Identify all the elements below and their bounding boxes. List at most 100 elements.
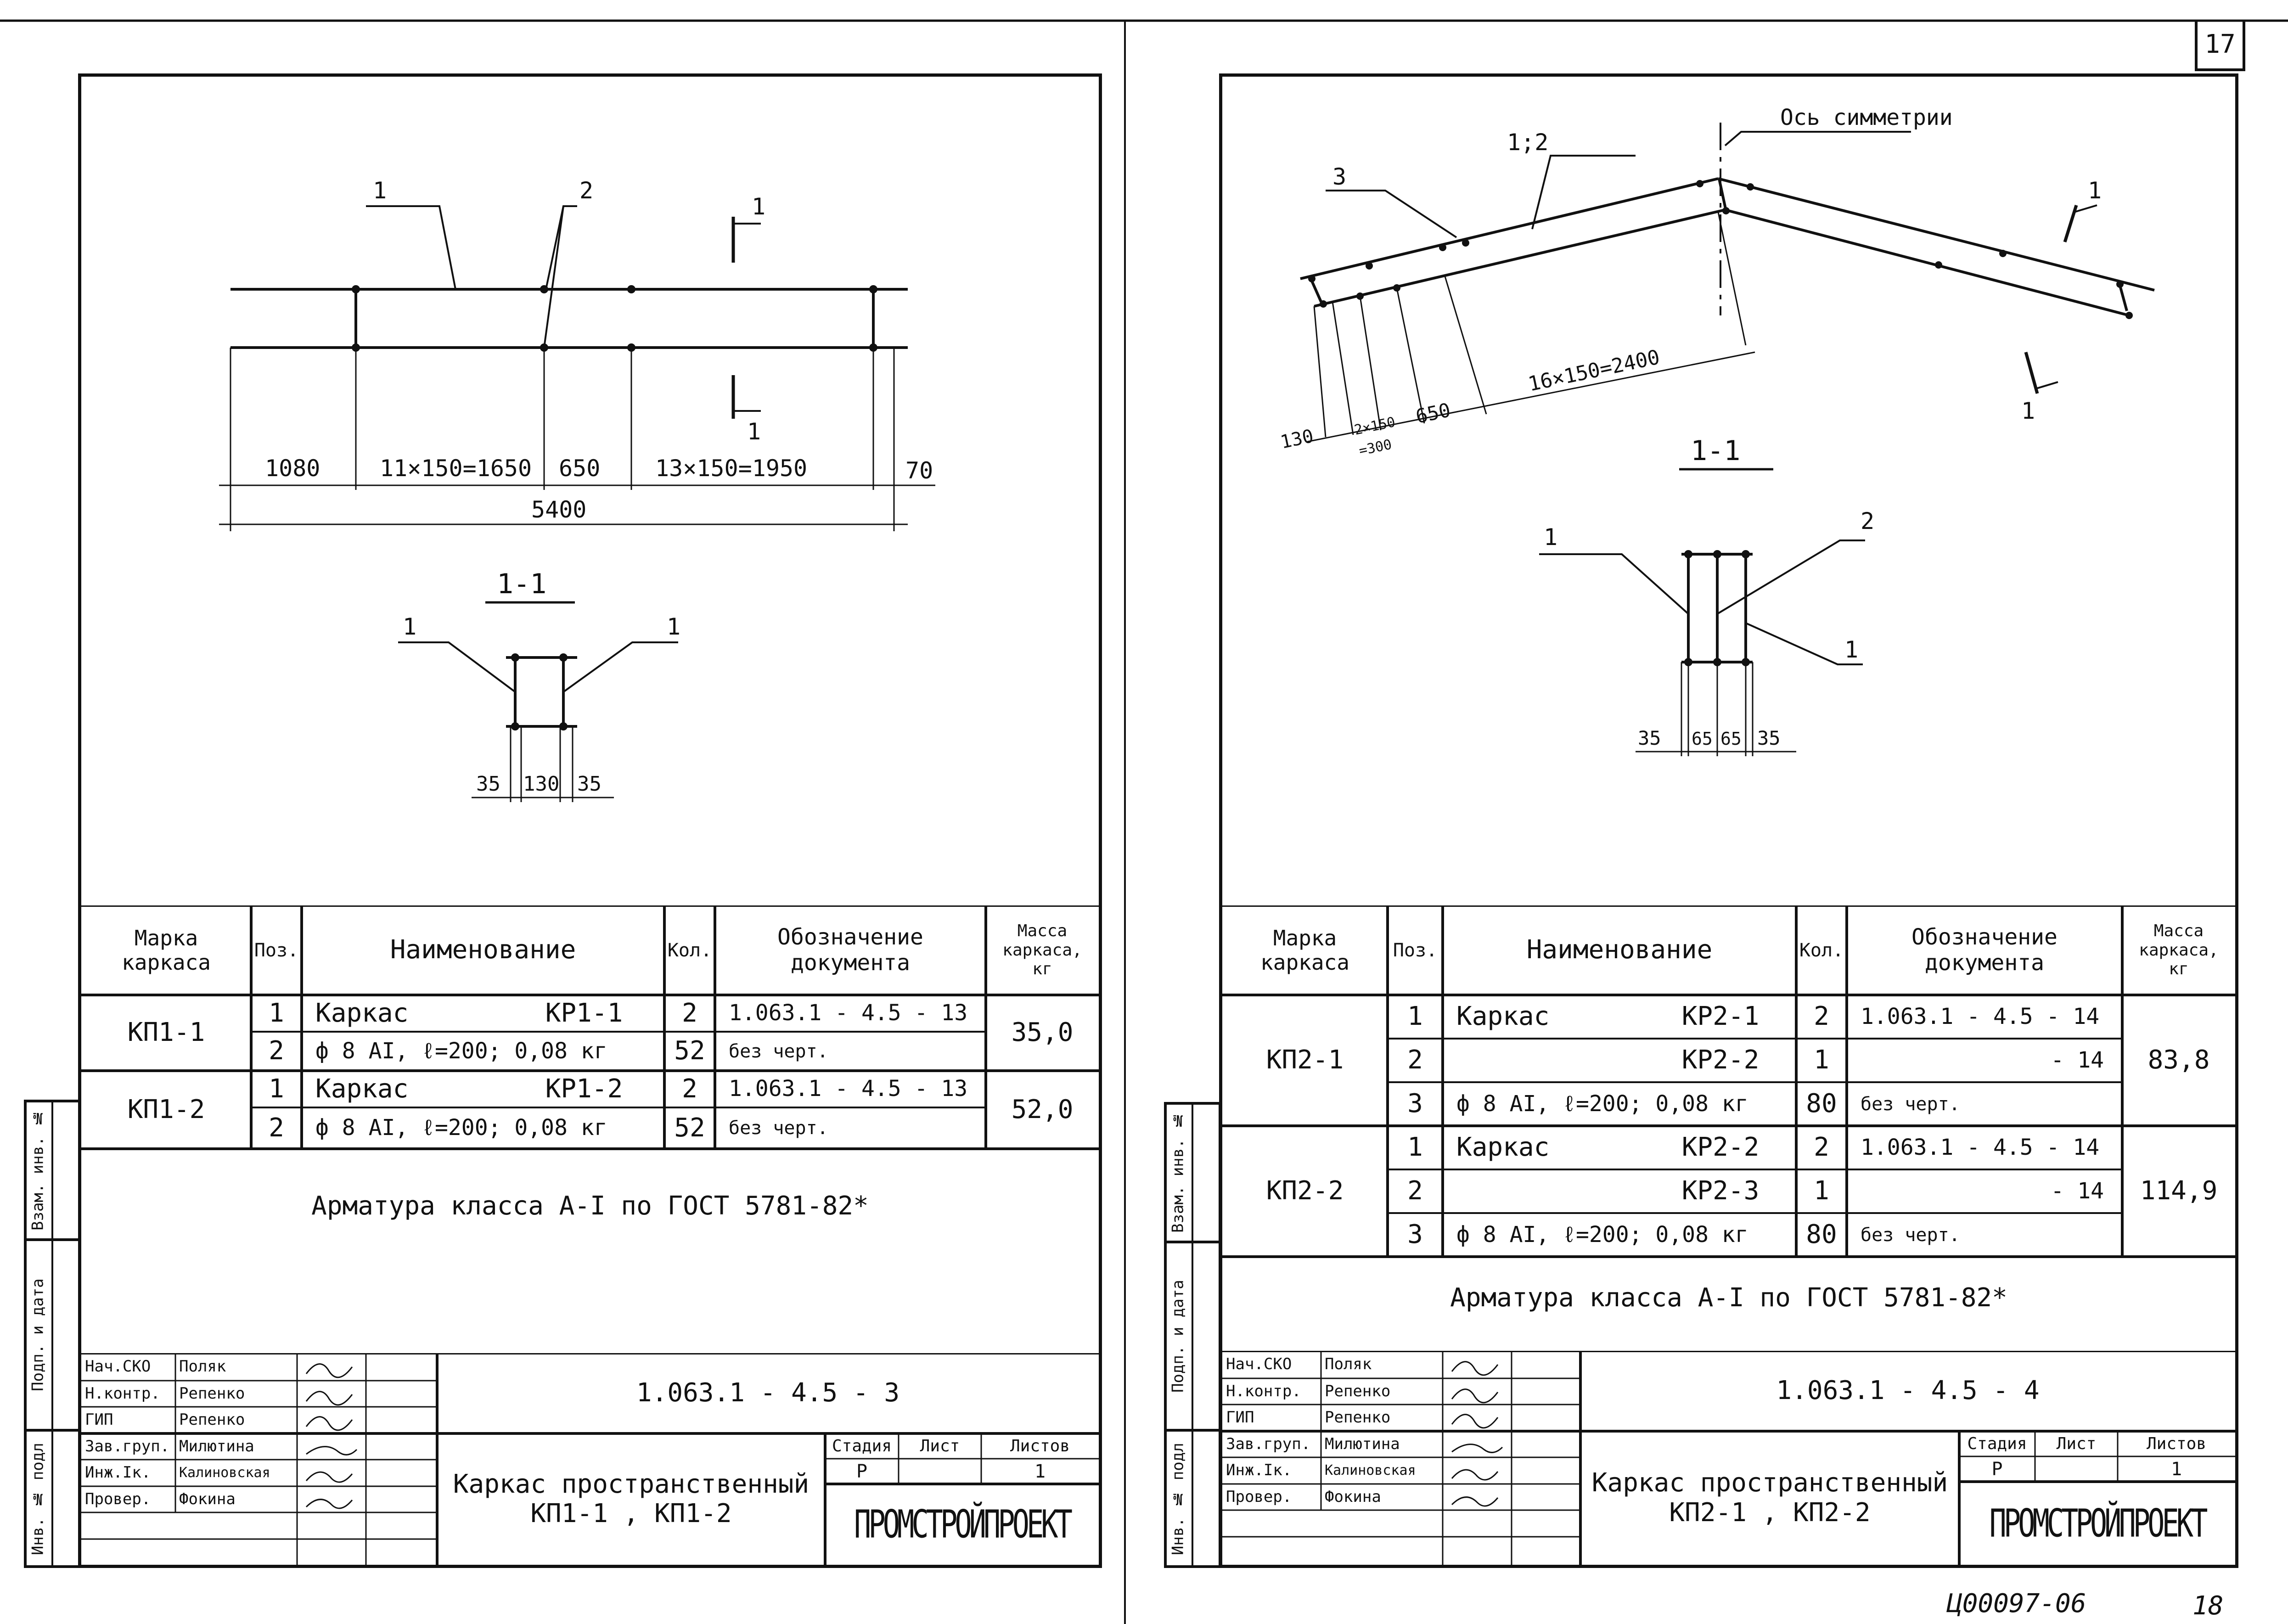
qty: 2 <box>1814 1001 1829 1032</box>
qty: 80 <box>1806 1089 1837 1119</box>
qty: 2 <box>1814 1132 1829 1163</box>
org-name: ПРОМСТРОЙПРОЕКТ <box>1989 1500 2208 1546</box>
section-mark-bottom: 1 <box>2021 398 2035 424</box>
doc: без черт. <box>729 1118 828 1139</box>
section-title: 1-1 <box>497 568 546 600</box>
section-label-left: 1 <box>403 613 416 640</box>
mark-kp2-1: КП2-1 <box>1266 1045 1344 1075</box>
pos: 3 <box>1407 1089 1423 1119</box>
section-mark-top: 1 <box>2088 177 2102 204</box>
side-podp-data: Подп. и дата <box>1169 1280 1187 1393</box>
item-name2: КР2-1 <box>1681 1001 1760 1032</box>
sheets-value: 1 <box>2170 1458 2182 1480</box>
doc: 1.063.1 - 4.5 - 14 <box>1861 1134 2100 1160</box>
item-name2: КР2-3 <box>1681 1176 1760 1206</box>
person: Калиновская <box>1325 1462 1416 1478</box>
section-dim-35-left: 35 <box>1638 727 1661 749</box>
label-pos-2: 2 <box>579 177 593 204</box>
qty: 1 <box>1814 1045 1829 1075</box>
person: Милютина <box>1325 1434 1400 1453</box>
axis-label: Ось симметрии <box>1780 105 1953 130</box>
col-header-mass: Масса каркаса, кг <box>1002 922 1082 979</box>
section-label-center: 2 <box>1861 508 1874 534</box>
person: Милютина <box>179 1437 254 1455</box>
dim-300: =300 <box>1357 437 1393 459</box>
drawing-title: Каркас пространственный КП2-1 , КП2-2 <box>1591 1468 1948 1528</box>
doc: 1.063.1 - 4.5 - 13 <box>729 1000 968 1026</box>
doc: 1.063.1 - 4.5 - 13 <box>729 1076 968 1102</box>
dim-2x150: 2×150 <box>1353 414 1397 438</box>
left-spec-grid <box>81 905 1099 1150</box>
pos: 1 <box>269 1073 284 1104</box>
doc: 1.063.1 - 4.5 - 14 <box>1861 1003 2100 1029</box>
item-name2: КР1-1 <box>545 998 623 1028</box>
item-name2: КР2-2 <box>1681 1045 1760 1075</box>
section-dim-130: 130 <box>523 772 559 796</box>
dim-130: 130 <box>1279 426 1315 453</box>
item-name: ф 8 АI, ℓ=200; 0,08 кг <box>1456 1221 1748 1248</box>
pos: 1 <box>1407 1001 1423 1032</box>
qty: 2 <box>682 998 697 1028</box>
col-header-mark: Марка каркаса <box>1260 925 1349 975</box>
section-title: 1-1 <box>1691 435 1740 467</box>
item-name: Каркас <box>315 1073 409 1104</box>
person: Калиновская <box>179 1464 270 1481</box>
qty: 52 <box>674 1113 705 1143</box>
section-dim-35-right: 35 <box>577 772 602 796</box>
item-name: ф 8 АI, ℓ=200; 0,08 кг <box>1456 1090 1748 1117</box>
role: Провер. <box>1226 1487 1292 1506</box>
sheets-label: Листов <box>1010 1436 1070 1455</box>
col-header-mass: Масса каркаса, кг <box>2139 922 2219 979</box>
right-title-grid <box>1222 1351 2235 1565</box>
qty: 52 <box>674 1036 705 1066</box>
dim-2400: 16×150=2400 <box>1526 345 1662 396</box>
person: Поляк <box>1325 1355 1372 1374</box>
sheet-label: Лист <box>2056 1434 2097 1453</box>
side-podp-data: Подп. и дата <box>28 1278 47 1392</box>
label-pos-1: 1 <box>373 177 387 204</box>
mass-kp1-1: 35,0 <box>1011 1017 1074 1048</box>
section-dim-35-left: 35 <box>476 772 500 796</box>
role: Провер. <box>85 1489 151 1508</box>
side-inv-podl: Инв. № подл <box>28 1443 47 1556</box>
doc: - 14 <box>2051 1178 2104 1204</box>
left-spec-table: Марка каркаса Поз. Наименование Кол. Обо… <box>81 905 1099 1172</box>
col-header-qty: Кол. <box>667 939 712 961</box>
col-header-name: Наименование <box>390 935 576 965</box>
mass-kp2-1: 83,8 <box>2147 1045 2210 1075</box>
section-label-right: 1 <box>1844 636 1858 663</box>
item-name <box>1443 1039 1645 1082</box>
archive-code: Ц00097-06 <box>1947 1589 2086 1618</box>
person: Поляк <box>179 1357 226 1376</box>
stage-value: Р <box>856 1461 868 1482</box>
left-title-grid <box>81 1353 1099 1565</box>
item-name2: КР1-2 <box>545 1073 623 1104</box>
item-name: Каркас <box>1456 1001 1550 1032</box>
stage-value: Р <box>1991 1458 2003 1480</box>
role: Зав.груп. <box>1226 1434 1311 1453</box>
dim-1080: 1080 <box>265 455 320 482</box>
col-header-doc: Обозначение документа <box>777 924 923 976</box>
pos: 3 <box>1407 1219 1423 1250</box>
pos: 2 <box>269 1036 284 1066</box>
section-mark-top: 1 <box>752 193 765 220</box>
qty: 80 <box>1806 1219 1837 1250</box>
item-name: ф 8 АI, ℓ=200; 0,08 кг <box>315 1115 607 1141</box>
mark-kp2-2: КП2-2 <box>1266 1176 1344 1206</box>
org-name: ПРОМСТРОЙПРОЕКТ <box>854 1501 1073 1547</box>
doc-code: 1.063.1 - 4.5 - 3 <box>636 1378 900 1408</box>
pos: 1 <box>1407 1132 1423 1163</box>
stage-label: Стадия <box>1967 1434 2027 1453</box>
left-note: Арматура класса А-I по ГОСТ 5781-82* <box>311 1191 869 1221</box>
person: Репенко <box>1325 1382 1391 1400</box>
person: Репенко <box>179 1410 245 1429</box>
mark-kp1-1: КП1-1 <box>127 1017 205 1048</box>
dim-650: 650 <box>559 455 600 482</box>
person: Репенко <box>179 1384 245 1403</box>
role: Н.контр. <box>85 1384 160 1403</box>
scale-label: 1;2 <box>1507 129 1548 156</box>
role: Нач.СКО <box>1226 1355 1292 1374</box>
role: Инж.Iк. <box>1226 1461 1292 1480</box>
section-dim-65-a: 65 <box>1692 729 1713 749</box>
section-label-right: 1 <box>667 613 680 640</box>
